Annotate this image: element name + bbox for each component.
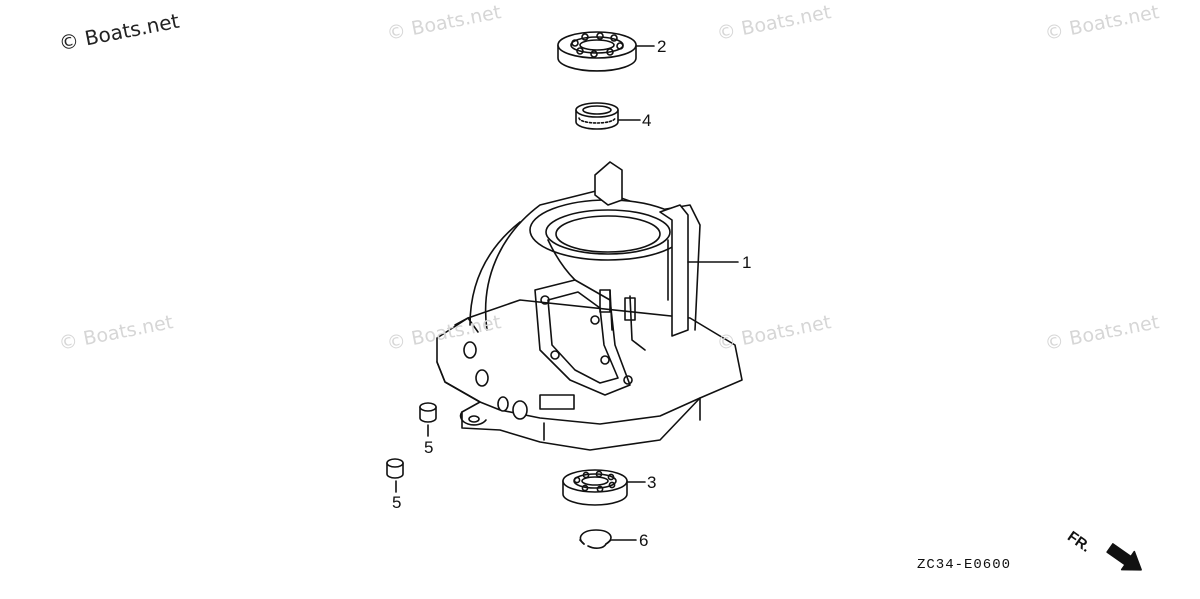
callout-part-6: 6 [639,531,649,550]
callout-part-5-upper: 5 [424,438,434,457]
dowel-pin-upper [419,402,437,437]
casing-body [436,161,743,451]
dowel-pin-lower [386,458,404,493]
callout-part-4: 4 [642,111,652,130]
oil-seal [575,102,641,130]
callout-part-3: 3 [647,473,657,492]
callout-part-2: 2 [657,37,667,56]
circlip [579,529,637,549]
front-direction-arrow [1106,543,1142,571]
callout-part-5-lower: 5 [392,493,402,512]
diagram-code: ZC34-E0600 [917,557,1012,573]
bearing-upper [557,31,655,72]
bearing-lower [562,469,646,506]
callout-part-1: 1 [742,253,752,272]
